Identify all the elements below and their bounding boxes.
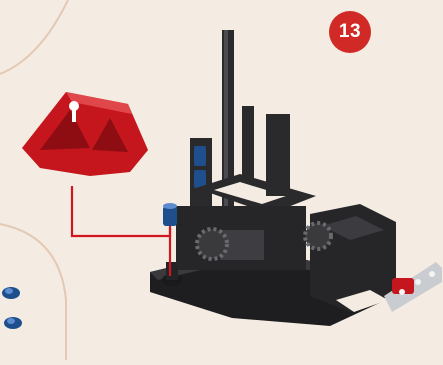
step-number-badge: 13 [329, 11, 371, 53]
top-left-panel-outline [0, 0, 68, 74]
assembly-guide-line [72, 186, 170, 236]
black-frame-model-icon [150, 30, 420, 326]
red-angled-bracket-icon [22, 92, 148, 176]
blue-connector-pin-icon [2, 287, 22, 329]
step-number: 13 [339, 21, 361, 43]
blue-connector-pin-icon [163, 203, 177, 226]
